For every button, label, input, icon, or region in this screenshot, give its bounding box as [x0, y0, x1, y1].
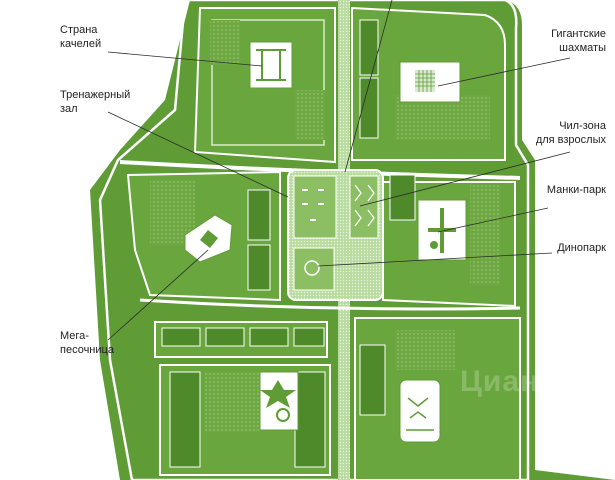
block-west — [126, 170, 281, 302]
block-east — [382, 174, 516, 308]
label-giant-chess: Гигантские шахматы — [551, 28, 606, 54]
central-plaza — [287, 169, 384, 301]
label-chill-zone: Чил-зона для взрослых — [535, 120, 606, 146]
label-swing-country: Страна качелей — [60, 24, 102, 50]
block-north-east — [351, 6, 506, 161]
label-mega-sandbox: Мега- песочница — [60, 330, 114, 356]
watermark: Циан — [460, 365, 540, 398]
label-dinopark: Динопарк — [557, 242, 606, 254]
label-monkey-park: Манки-парк — [546, 184, 606, 196]
label-gym: Тренажерный зал — [60, 89, 131, 115]
block-south-east — [354, 317, 521, 480]
block-north-west — [193, 7, 336, 164]
callout-leader-lines — [107, 0, 571, 341]
block-south-west — [154, 321, 331, 476]
